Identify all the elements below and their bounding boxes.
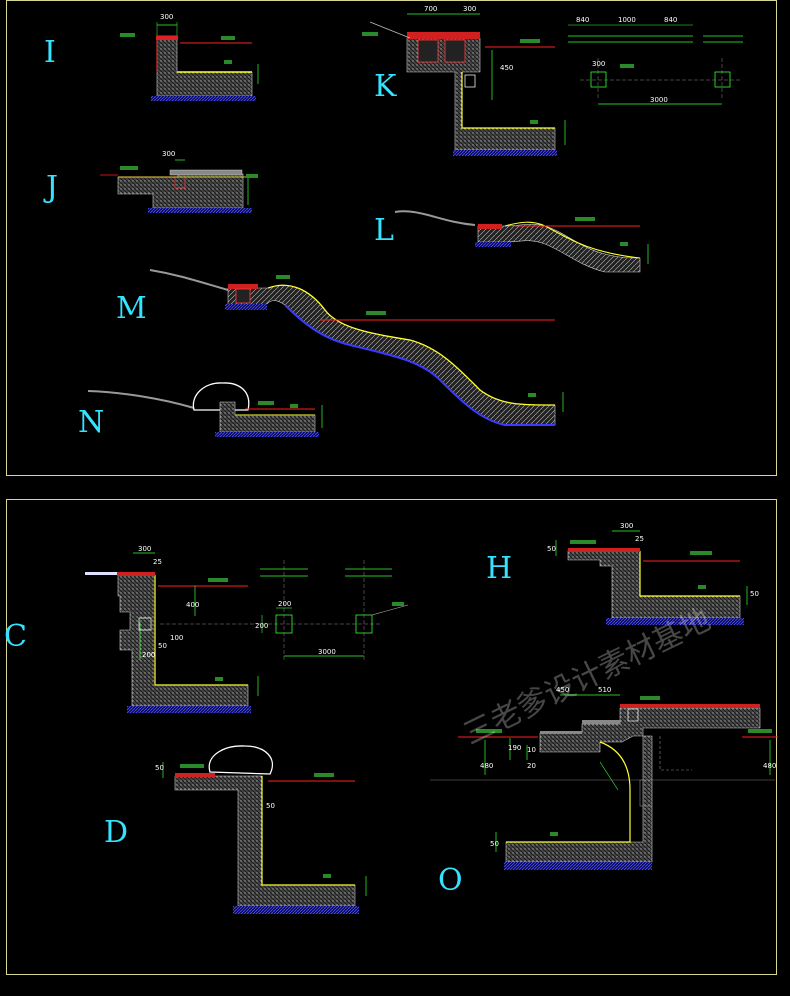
dim-c-small: 25 bbox=[153, 558, 162, 566]
detail-c bbox=[85, 552, 409, 713]
detail-o bbox=[430, 694, 778, 870]
dim-c-top: 300 bbox=[138, 545, 151, 553]
detail-i bbox=[120, 22, 259, 101]
detail-l bbox=[394, 210, 649, 273]
dim-o-480: 480 bbox=[480, 762, 493, 770]
detail-d bbox=[162, 745, 367, 914]
section-label-i: I bbox=[44, 35, 56, 70]
dim-h-50b: 50 bbox=[750, 590, 759, 598]
dim-k-plan3: 840 bbox=[664, 16, 677, 24]
dim-c-200b: 200 bbox=[278, 600, 291, 608]
section-label-n: N bbox=[78, 405, 104, 440]
dim-k-plan-box: 300 bbox=[592, 60, 605, 68]
dim-i-top: 300 bbox=[160, 13, 173, 21]
dim-c-span: 3000 bbox=[318, 648, 336, 656]
detail-j bbox=[100, 159, 258, 213]
dim-k-w1: 700 bbox=[424, 5, 437, 13]
section-label-d: D bbox=[104, 815, 128, 850]
dim-k-plan2: 1000 bbox=[618, 16, 636, 24]
detail-k bbox=[362, 13, 743, 156]
top-detail-sheet bbox=[6, 0, 777, 476]
dim-o-510: 510 bbox=[598, 686, 611, 694]
dim-o-50: 50 bbox=[490, 840, 499, 848]
dim-j-top: 300 bbox=[162, 150, 175, 158]
dim-c-200c: 200 bbox=[255, 622, 268, 630]
detail-m bbox=[149, 269, 564, 426]
dim-c-50: 50 bbox=[158, 642, 167, 650]
detail-h bbox=[555, 530, 748, 625]
dim-o-20: 20 bbox=[527, 762, 536, 770]
dim-d-50: 50 bbox=[155, 764, 164, 772]
dim-d-50b: 50 bbox=[266, 802, 275, 810]
dim-h-50: 50 bbox=[547, 545, 556, 553]
section-label-k: K bbox=[374, 69, 397, 104]
dim-k-side: 450 bbox=[500, 64, 513, 72]
dim-k-w2: 300 bbox=[463, 5, 476, 13]
dim-o-10: 10 bbox=[527, 746, 536, 754]
section-label-c: C bbox=[4, 619, 27, 654]
section-label-h: H bbox=[486, 551, 512, 586]
dim-o-480b: 480 bbox=[763, 762, 776, 770]
dim-k-plan1: 840 bbox=[576, 16, 589, 24]
section-label-j: J bbox=[43, 170, 58, 205]
section-label-o: O bbox=[438, 863, 463, 898]
dim-h-small: 25 bbox=[635, 535, 644, 543]
section-label-m: M bbox=[116, 291, 147, 326]
dim-o-190: 190 bbox=[508, 744, 521, 752]
dim-o-450: 450 bbox=[556, 686, 569, 694]
dim-k-plan-span: 3000 bbox=[650, 96, 668, 104]
dim-c-400: 400 bbox=[186, 601, 199, 609]
dim-h-top: 300 bbox=[620, 522, 633, 530]
dim-c-100: 100 bbox=[170, 634, 183, 642]
detail-n bbox=[87, 382, 323, 437]
section-label-l: L bbox=[374, 213, 394, 248]
dim-c-200a: 200 bbox=[142, 651, 155, 659]
